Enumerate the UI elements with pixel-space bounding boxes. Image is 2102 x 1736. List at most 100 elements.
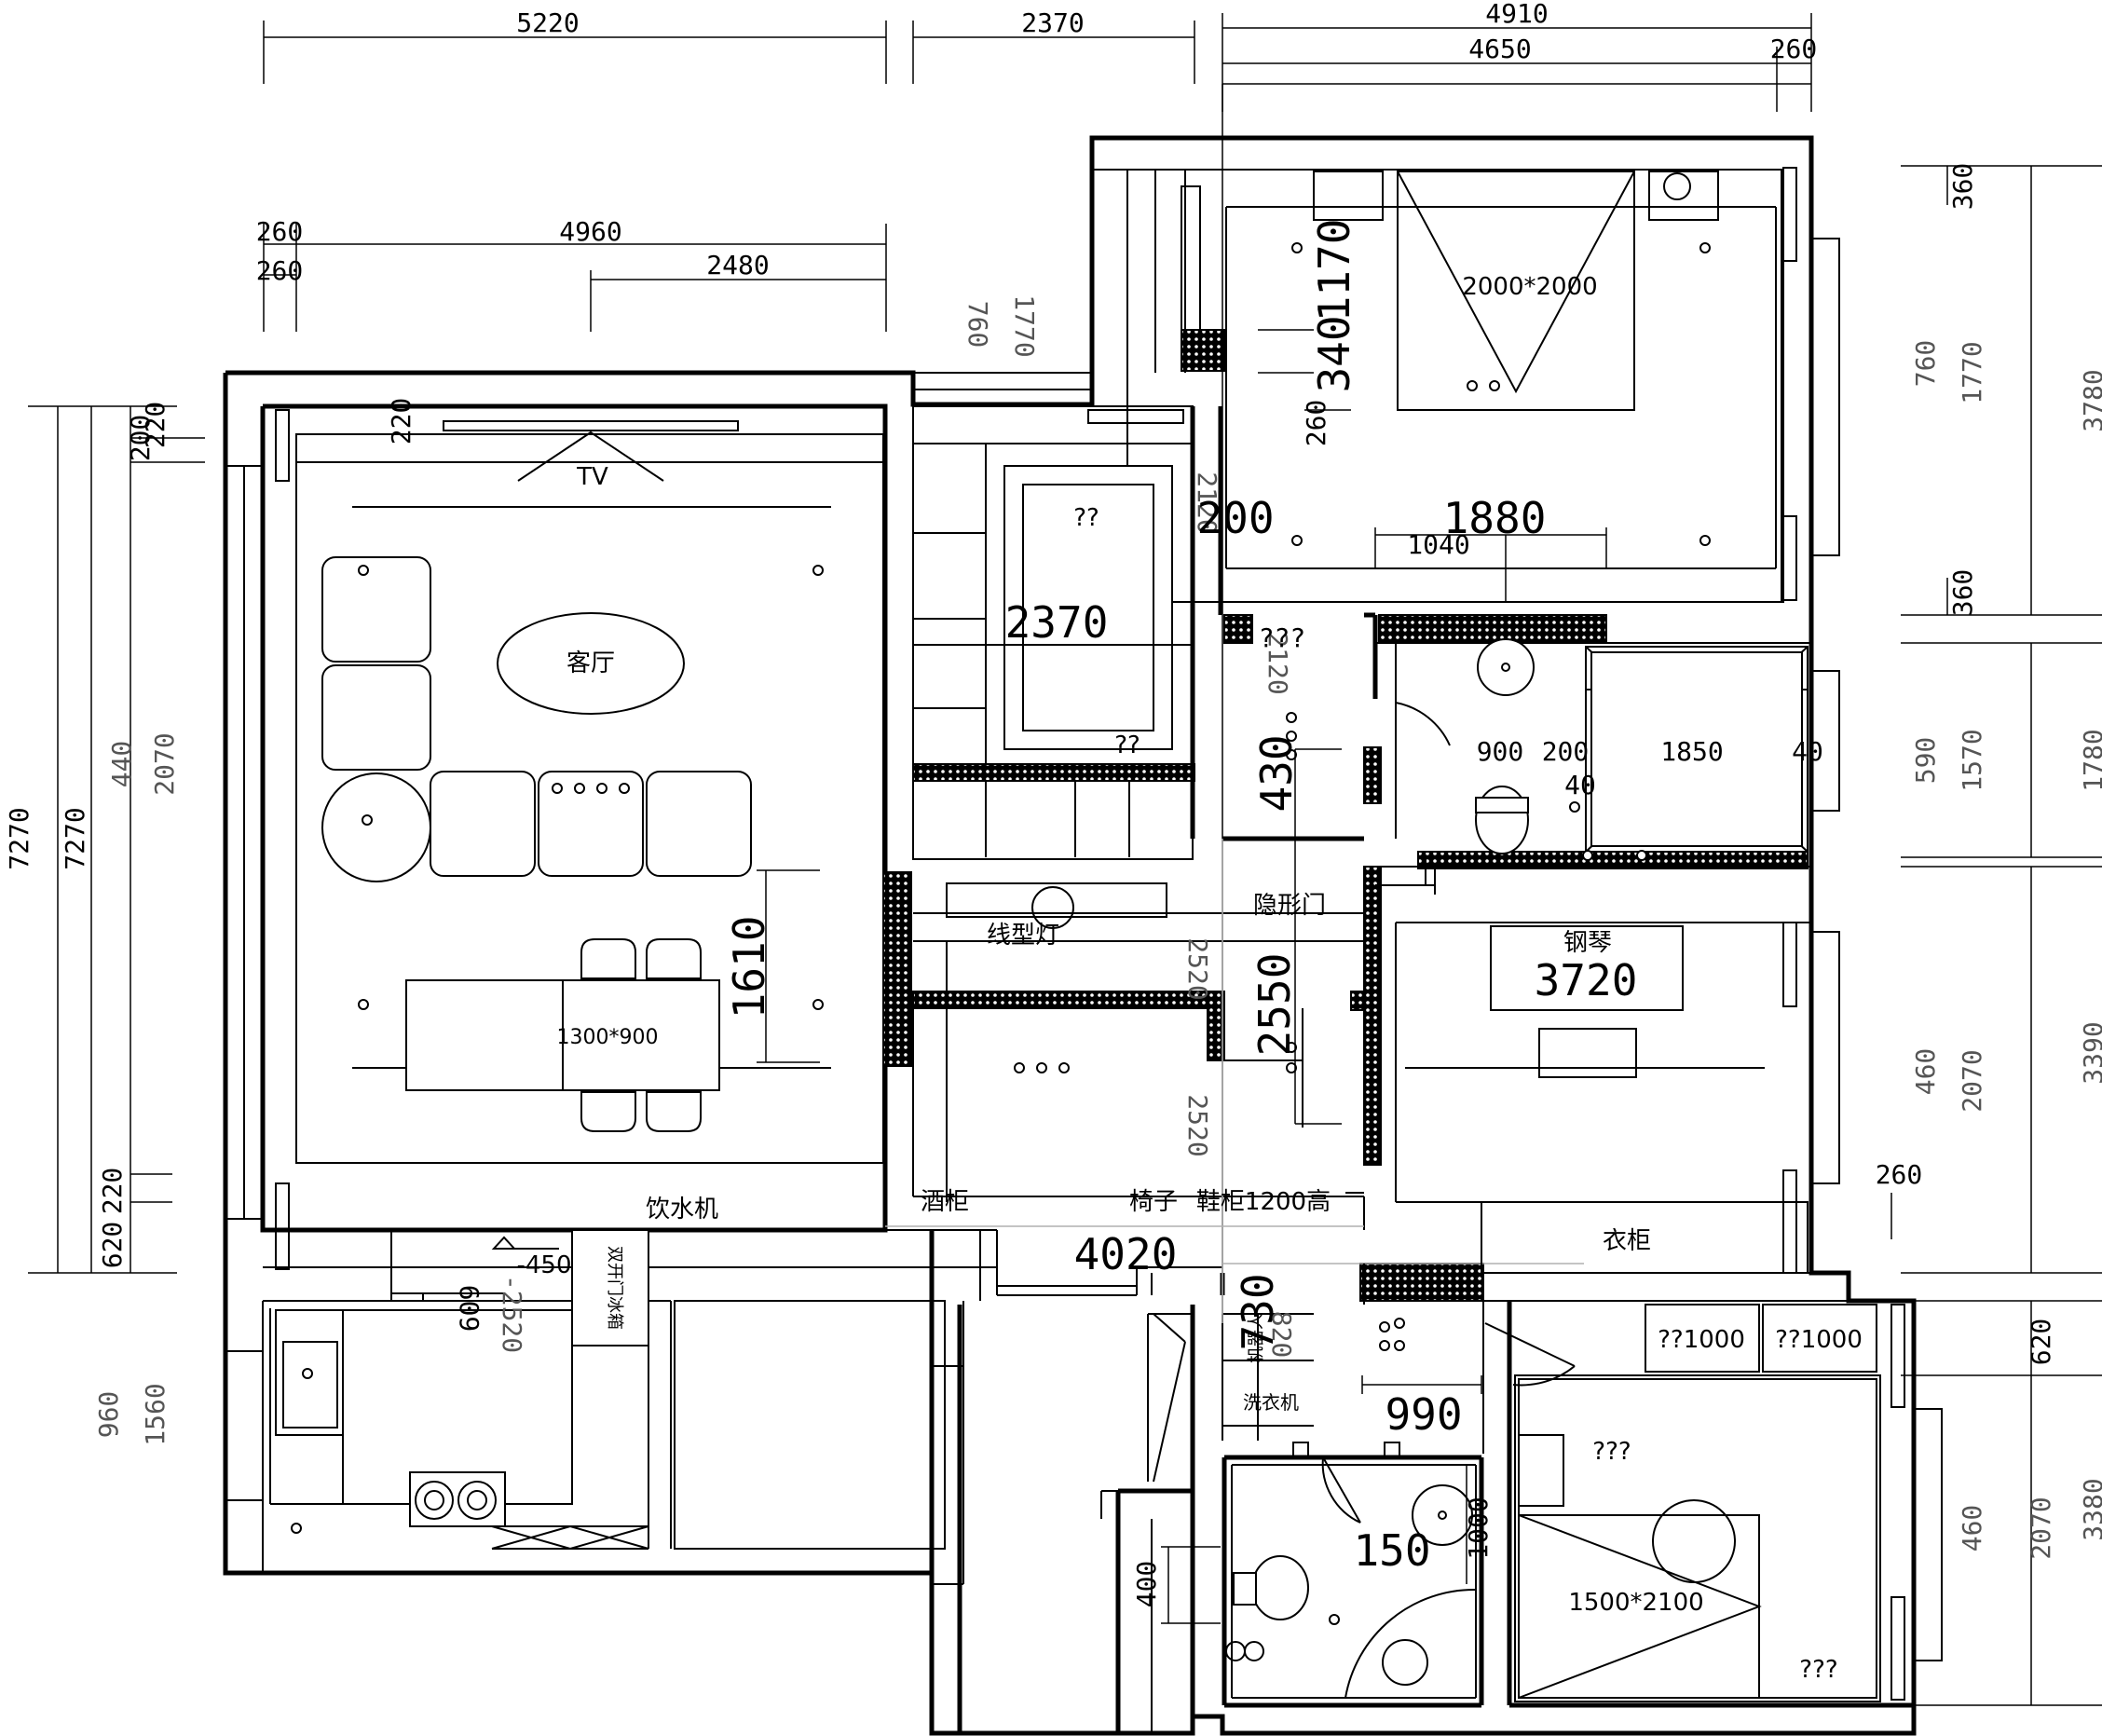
second-bedroom: ??1000 ??1000 ??? 1500*2100 ??? 990 (1361, 1304, 1877, 1699)
dim-2120-b: 2120 (1263, 632, 1293, 694)
dim-1770-top: 1770 (1009, 294, 1040, 357)
dim-360-right: 360 (1947, 163, 1978, 211)
dim-2520-b: 2520 (1182, 1094, 1213, 1156)
dim-590-right: 590 (1910, 737, 1941, 785)
master-bathroom: 900 200 1850 40 40 (1375, 638, 1823, 895)
right-dimensions: 360 760 1770 3780 360 590 1570 1780 460 … (1876, 163, 2102, 1706)
dim-3720: 3720 (1535, 955, 1638, 1005)
second-bed-label: 1500*2100 (1568, 1589, 1703, 1617)
second-bathroom: 150 1000 400 洗衣机 机器人 (1131, 1313, 1494, 1699)
dim-1770-right: 1770 (1957, 341, 1987, 403)
dim-3780-right: 3780 (2078, 369, 2102, 431)
middle-area: ?? ?? 2370 2120 760 1770 (912, 294, 1222, 860)
dim-40: 40 (1792, 736, 1823, 767)
chair-label: 椅子 (1129, 1188, 1178, 1216)
dim-730: 730 (1233, 1273, 1283, 1350)
kitchen: -450 双开门冰箱 609 -2520 (275, 1229, 649, 1534)
fridge-label: 双开门冰箱 (605, 1246, 624, 1330)
dim-260-master: 260 (1301, 400, 1331, 447)
dim-440-left: 440 (106, 741, 137, 788)
dim-990: 990 (1385, 1389, 1462, 1440)
dim-1170: 1170 (1309, 219, 1359, 322)
piano-label: 钢琴 (1563, 929, 1612, 957)
study-unknown-top: ?? (1073, 504, 1099, 532)
dim-260-a: 260 (256, 216, 304, 247)
level-mark: -450 (516, 1251, 571, 1279)
top-dimensions: 5220 2370 4910 4650 260 260 260 4960 248… (256, 0, 1818, 1323)
dim-4910: 4910 (1485, 0, 1548, 29)
entrance-block (1363, 1201, 1809, 1305)
dim-260-top: 260 (1770, 34, 1818, 64)
dim-760-top: 760 (962, 301, 993, 349)
dim-3380-right: 3380 (2078, 1478, 2102, 1540)
dim-340: 340 (1309, 315, 1359, 392)
dim-220-left-b: 220 (97, 1168, 128, 1215)
dim-200-bath: 200 (1542, 736, 1590, 767)
dim-620-left: 620 (97, 1222, 128, 1269)
dim-620-right: 620 (2026, 1319, 2056, 1366)
dim-820: 820 (1266, 1311, 1297, 1359)
line-light-label: 线型灯 (987, 922, 1059, 950)
dim-2070-right: 2070 (1957, 1049, 1987, 1112)
wine-cabinet-label: 酒柜 (921, 1188, 969, 1216)
dim-609: 609 (454, 1285, 485, 1333)
living-room-label: 客厅 (566, 649, 615, 677)
dim-4960: 4960 (559, 216, 621, 247)
dim-2070-left: 2070 (149, 732, 180, 795)
dim-2370-mid: 2370 (1005, 597, 1109, 648)
study-unknown-bottom: ?? (1114, 731, 1140, 759)
piano-room: 钢琴 3720 衣柜 (1405, 925, 1765, 1255)
dim-1000: 1000 (1463, 1497, 1494, 1559)
dim-760-right: 760 (1910, 340, 1941, 388)
dim-460-right-b: 460 (1957, 1505, 1987, 1552)
hatched-walls (882, 329, 1809, 1302)
dim-200-master: 200 (1196, 493, 1274, 543)
dim-1850: 1850 (1660, 736, 1723, 767)
hidden-door-label: 隐形门 (1253, 892, 1326, 920)
dim-2520-a: 2520 (1182, 937, 1213, 1000)
dim-220-left: 220 (140, 402, 171, 449)
dim-1780-right: 1780 (2078, 729, 2102, 791)
dim-1610: 1610 (724, 916, 774, 1019)
dim-430: 430 (1251, 734, 1302, 812)
dim-7270-b: 7270 (60, 807, 90, 869)
dim-200-left: 200 (125, 415, 156, 462)
dim-2070-right-b: 2070 (2026, 1497, 2056, 1559)
dim-1570-right: 1570 (1957, 729, 1987, 791)
second-bedroom-unknown-top: ??? (1592, 1438, 1631, 1466)
dim-4020: 4020 (1074, 1229, 1178, 1279)
wardrobe-unknown-b: ??1000 (1775, 1326, 1863, 1354)
dim-2370: 2370 (1021, 7, 1084, 38)
master-bed-label: 2000*2000 (1462, 273, 1597, 301)
living-room: TV 客厅 1300*900 1610 (321, 420, 831, 1132)
dim-1560-left: 1560 (140, 1383, 171, 1445)
dim-460-right: 460 (1910, 1048, 1941, 1096)
dim-150: 150 (1353, 1525, 1430, 1576)
dim-260-b: 260 (256, 255, 304, 286)
dim-2120-mid: 2120 (1192, 472, 1222, 534)
dim-1880: 1880 (1443, 493, 1547, 543)
dining-table-label: 1300*900 (557, 1026, 659, 1049)
machine-room-label: 机器人 (1247, 1313, 1266, 1363)
dim-2550: 2550 (1249, 953, 1300, 1057)
dim-5220: 5220 (516, 7, 579, 38)
dim-4650: 4650 (1468, 34, 1531, 64)
wardrobe-label: 衣柜 (1603, 1227, 1651, 1255)
dim-2520-kitchen: -2520 (497, 1275, 527, 1353)
wardrobe-unknown-a: ??1000 (1658, 1326, 1745, 1354)
second-bedroom-unknown-bottom: ??? (1799, 1656, 1837, 1684)
dim-1040: 1040 (1407, 529, 1469, 560)
wine-cabinet-zone: 线型灯 隐形门 酒柜 椅子 鞋柜1200高 饮水机 2520 2550 2520… (646, 622, 1584, 1358)
hall-unknown: ??? (1259, 622, 1306, 653)
dim-2480: 2480 (706, 250, 769, 280)
tv-label: TV (576, 463, 608, 491)
dim-960-left: 960 (93, 1391, 124, 1439)
dim-360-right-b: 360 (1947, 569, 1978, 617)
shoe-cabinet-label: 鞋柜1200高 (1196, 1188, 1331, 1216)
left-dimensions: 7270 7270 2070 440 200 220 220 620 220 9… (4, 398, 416, 1446)
dim-260-right: 260 (1876, 1159, 1923, 1190)
dim-900: 900 (1477, 736, 1524, 767)
dim-40-b: 40 (1564, 770, 1596, 800)
dim-3390-right: 3390 (2078, 1021, 2102, 1084)
